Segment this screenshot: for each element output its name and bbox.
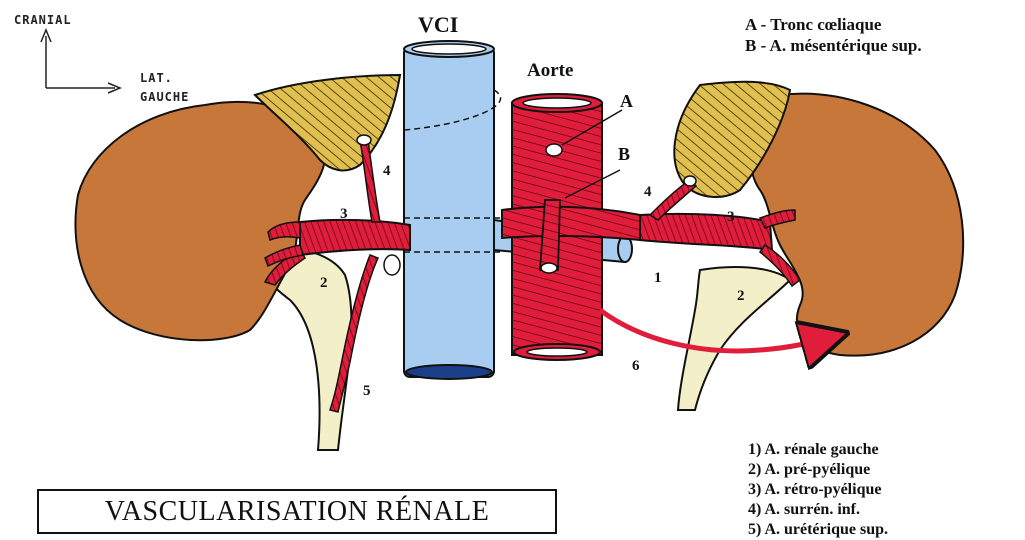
label-3-right: 3 [727, 209, 735, 225]
marker-b: B [618, 144, 630, 164]
legend-item-3: 3) A. rétro-pyélique [748, 480, 888, 500]
top-legend: A - Tronc cœliaque B - A. mésentérique s… [745, 14, 922, 56]
vci-label: VCI [418, 12, 458, 37]
label-2-left: 2 [320, 275, 328, 291]
cranial-label: CRANIAL [14, 13, 72, 27]
orientation-axis [41, 30, 120, 93]
legend-item-1: 1) A. rénale gauche [748, 440, 888, 460]
lateral-label-line1: LAT. [140, 71, 173, 85]
adrenal-inferior-artery-left [360, 140, 380, 222]
top-legend-item-b: B - A. mésentérique sup. [745, 35, 922, 56]
legend-item-5: 5) A. urétérique sup. [748, 520, 888, 540]
ureter-right [678, 267, 790, 410]
kidney-right [750, 94, 963, 356]
label-6: 6 [632, 358, 640, 374]
bottom-legend: 1) A. rénale gauche 2) A. pré-pyélique 3… [748, 440, 888, 540]
vena-cava-inferior [404, 41, 501, 379]
renal-artery-left-trunk [300, 220, 410, 255]
marker-a: A [620, 91, 633, 111]
label-3-left: 3 [340, 206, 348, 222]
label-2-right: 2 [737, 288, 745, 304]
label-1: 1 [654, 270, 662, 286]
legend-item-4: 4) A. surrén. inf. [748, 500, 888, 520]
aorta-label: Aorte [527, 60, 573, 81]
label-5: 5 [363, 383, 371, 399]
diagram-title: VASCULARISATION RÉNALE [37, 489, 557, 534]
kidney-left [75, 102, 325, 340]
label-4-left: 4 [383, 163, 391, 179]
legend-item-2: 2) A. pré-pyélique [748, 460, 888, 480]
top-legend-item-a: A - Tronc cœliaque [745, 14, 922, 35]
label-4-right: 4 [644, 184, 652, 200]
lateral-label-line2: GAUCHE [140, 90, 189, 104]
